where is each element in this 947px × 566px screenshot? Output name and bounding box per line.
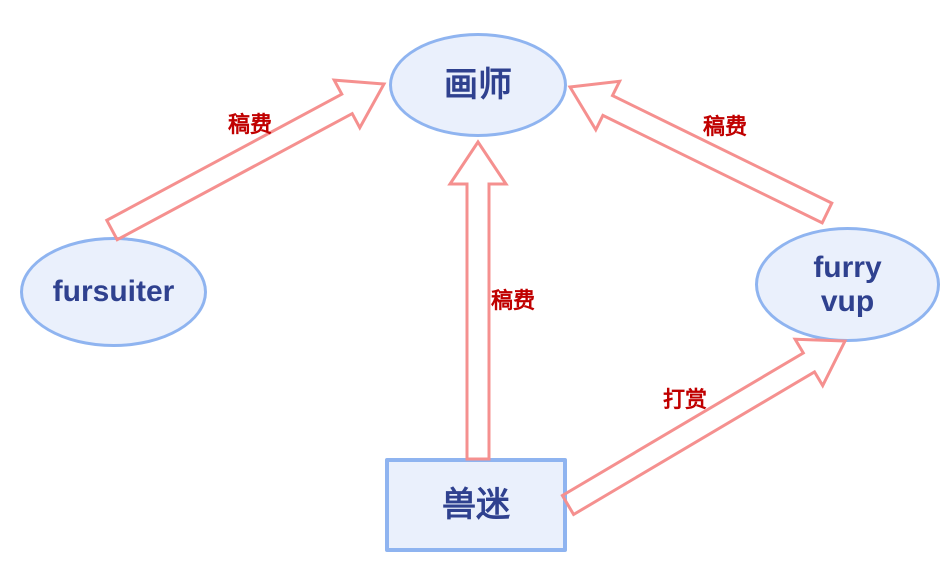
node-fursuiter-label: fursuiter [52,275,175,309]
arrow-fursuiter-to-artist [104,78,387,242]
edge-label-tip: 打赏 [662,387,707,412]
node-artist: 画师 [389,33,567,137]
arrow-furry-fan-to-furry-vup [560,337,848,517]
node-furry-vup-label: furry vup [813,250,882,318]
node-furry-fan: 兽迷 [385,458,567,552]
node-furry-fan-label: 兽迷 [442,485,510,524]
node-furry-vup: furry vup [755,227,940,342]
arrow-furry-vup-to-artist [567,79,834,225]
node-artist-label: 画师 [444,65,512,104]
node-fursuiter: fursuiter [20,237,207,347]
edge-label-fee-middle: 稿费 [490,288,535,313]
edge-label-fee-right: 稿费 [702,114,747,139]
edge-label-fee-left: 稿费 [227,112,272,137]
